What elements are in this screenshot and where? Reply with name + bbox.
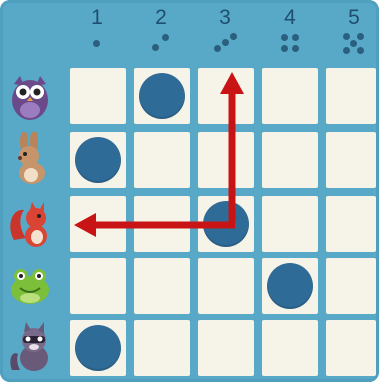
arrow-up-to-column [220,72,244,222]
arrow-left-to-row [74,213,235,237]
